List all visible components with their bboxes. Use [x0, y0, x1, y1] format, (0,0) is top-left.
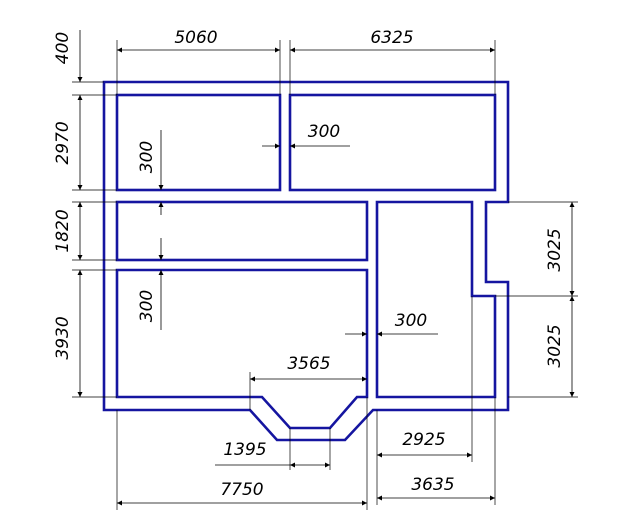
dim-bottom-left-width: 7750 — [220, 480, 263, 500]
dim-right-lower-height: 3025 — [545, 324, 565, 367]
dim-bottom-right-inner: 2925 — [402, 430, 445, 450]
dim-bottom-right-outer: 3635 — [411, 475, 454, 495]
room-top-right — [288, 93, 497, 192]
walls — [102, 80, 510, 442]
dim-left-lower-height: 3930 — [53, 316, 73, 359]
room-top-left — [115, 93, 282, 192]
dim-wall-thickness-right: 300 — [395, 311, 427, 331]
dim-right-upper-height: 3025 — [545, 228, 565, 271]
dim-wall-thickness-upper: 300 — [308, 122, 340, 142]
dim-bay-top-width: 3565 — [287, 354, 330, 374]
dim-wall-thickness-vertical-upper: 300 — [137, 141, 157, 173]
dim-bay-bottom-width: 1395 — [223, 440, 266, 460]
room-middle-left — [115, 200, 369, 262]
dim-wall-thickness-vertical-lower: 300 — [137, 290, 157, 322]
dimension-labels: 5060 6325 400 2970 1820 3930 3025 3025 3… — [53, 28, 565, 500]
dim-top-right-width: 6325 — [370, 28, 413, 48]
dimension-lines — [77, 30, 575, 506]
dim-top-left-width: 5060 — [174, 28, 217, 48]
dim-top-offset: 400 — [53, 32, 73, 64]
room-right — [375, 200, 497, 399]
dim-left-middle-height: 1820 — [53, 209, 73, 252]
dim-left-upper-height: 2970 — [53, 121, 73, 164]
